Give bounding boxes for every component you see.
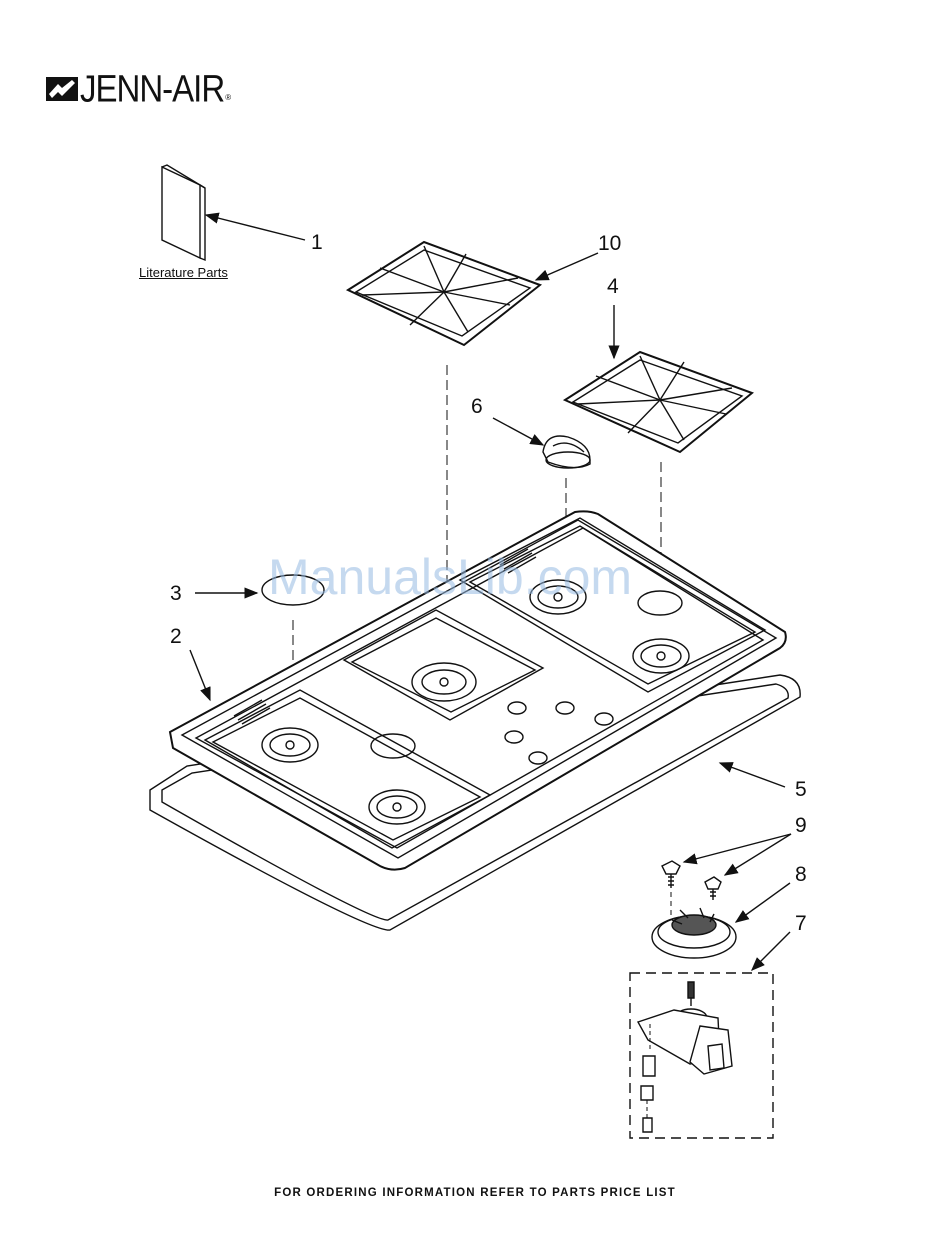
callout-9: 9 bbox=[795, 815, 807, 836]
valve-assembly-7 bbox=[638, 982, 732, 1132]
leader-9b bbox=[725, 834, 791, 875]
literature-parts-label: Literature Parts bbox=[139, 265, 228, 280]
footer-note: FOR ORDERING INFORMATION REFER TO PARTS … bbox=[0, 1187, 950, 1199]
leader-1 bbox=[206, 215, 305, 240]
watermark: ManualsLib.com bbox=[268, 548, 632, 606]
leader-6 bbox=[493, 418, 543, 445]
literature-booklet bbox=[162, 165, 205, 260]
callout-5: 5 bbox=[795, 779, 807, 800]
callout-8: 8 bbox=[795, 864, 807, 885]
knob-6 bbox=[543, 436, 590, 468]
leader-8 bbox=[736, 883, 790, 922]
leader-10 bbox=[536, 253, 598, 280]
leader-5 bbox=[720, 763, 785, 787]
leader-2 bbox=[190, 650, 210, 700]
callout-4: 4 bbox=[607, 276, 619, 297]
callout-6: 6 bbox=[471, 396, 483, 417]
grate-4 bbox=[565, 352, 752, 452]
leader-9a bbox=[684, 834, 791, 862]
callout-10: 10 bbox=[598, 233, 621, 254]
leader-7 bbox=[752, 932, 790, 970]
grate-10 bbox=[348, 242, 540, 345]
callout-7: 7 bbox=[795, 913, 807, 934]
burner-base-8 bbox=[652, 908, 736, 958]
callout-1: 1 bbox=[311, 232, 323, 253]
screw-9a bbox=[662, 861, 680, 888]
callout-2: 2 bbox=[170, 626, 182, 647]
screw-9b bbox=[705, 877, 721, 900]
callout-3: 3 bbox=[170, 583, 182, 604]
